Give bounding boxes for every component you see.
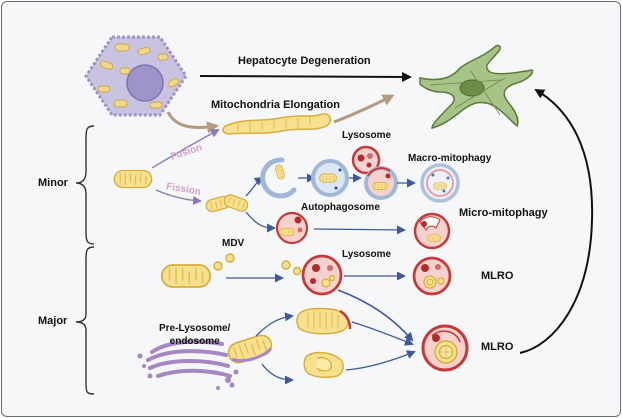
label-hepatocyte-degeneration: Hepatocyte Degeneration — [238, 55, 371, 67]
label-pre-lysosome-line2: endosome — [169, 336, 220, 347]
upper-to-mlro-arrow — [351, 321, 414, 346]
pre-lysosome-mitochondrion — [225, 331, 275, 367]
return-arrow — [519, 88, 594, 354]
prelysosome-down-arrow — [261, 363, 294, 385]
golgi-apparatus — [137, 339, 239, 390]
fusion-arrow — [151, 129, 220, 169]
label-mdv: MDV — [222, 238, 245, 249]
hepatocyte-to-elongation-arrow — [166, 111, 219, 134]
fission-to-autophagosome-arrow — [245, 211, 276, 233]
label-major: Major — [38, 315, 68, 327]
label-mlro-bottom: MLRO — [481, 341, 514, 353]
label-pre-lysosome-line1: Pre-Lysosome/ — [159, 323, 231, 334]
mdv-mitochondrion — [160, 264, 212, 288]
label-mlro-mid: MLRO — [481, 270, 514, 282]
autophagosome-macro — [311, 159, 349, 197]
label-macro-mitophagy: Macro-mitophagy — [408, 153, 492, 164]
lower-to-mlro-arrow — [345, 350, 416, 371]
stellate-cell — [419, 44, 534, 129]
autophagosome-micro — [275, 211, 309, 245]
major-mitochondrion-lower — [303, 351, 344, 379]
label-lysosome-top: Lysosome — [342, 130, 392, 141]
macro-mitophagy-vesicle — [420, 163, 460, 203]
label-mitochondria-elongation: Mitochondria Elongation — [211, 99, 340, 111]
lysosome-top — [351, 145, 381, 175]
label-pre-lysosome: Pre-Lysosome/ endosome — [159, 322, 230, 348]
major-brace — [75, 246, 95, 395]
fissioned-mitochondrion-2 — [222, 192, 250, 214]
elongated-mitochondrion — [222, 113, 332, 135]
hepatocyte-cell — [84, 35, 188, 117]
label-minor: Minor — [38, 177, 68, 189]
micro-mitophagy-vesicle — [413, 212, 451, 250]
autolysosome-fusion — [364, 166, 398, 200]
mdv-vesicle-2 — [225, 253, 235, 263]
lysosome-mid — [301, 254, 343, 296]
incoming-vesicles — [281, 260, 302, 276]
major-mitochondrion-upper — [296, 307, 352, 335]
autophagosome-to-micro-arrow — [313, 225, 406, 235]
lysosome-to-mlro-bottom-arrow — [337, 289, 414, 342]
minor-mitochondrion — [113, 169, 153, 189]
minor-brace — [75, 125, 95, 245]
label-lysosome-mid: Lysosome — [342, 249, 392, 260]
label-autophagosome: Autophagosome — [301, 202, 380, 213]
prelysosome-up-arrow — [255, 312, 294, 337]
fission-to-phagophore-arrow — [245, 176, 264, 197]
fission-arrow — [155, 189, 202, 206]
mlro-bottom-vesicle — [421, 324, 469, 372]
mdv-vesicle-1 — [213, 261, 223, 271]
degeneration-arrow — [199, 71, 412, 82]
elongation-to-degeneration-arrow — [333, 94, 395, 124]
phagophore — [260, 157, 297, 199]
mlro-mid-vesicle — [412, 256, 452, 296]
label-micro-mitophagy: Micro-mitophagy — [459, 207, 548, 219]
